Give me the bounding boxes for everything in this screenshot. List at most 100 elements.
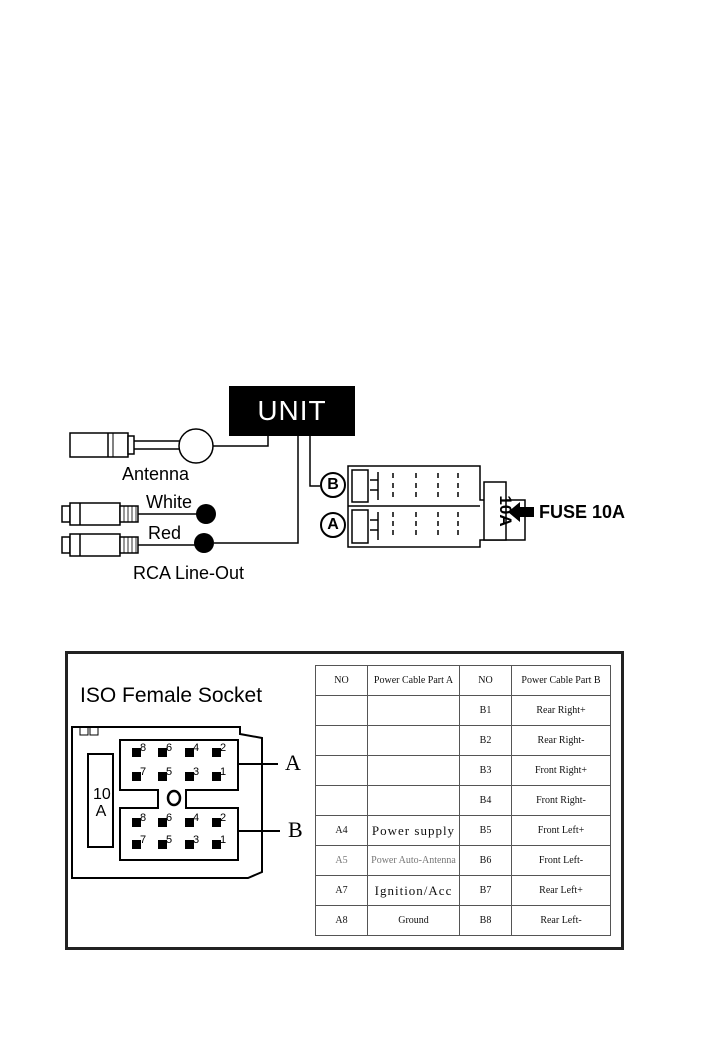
white-jack-icon bbox=[196, 504, 216, 524]
rca-red-plug-icon bbox=[61, 533, 139, 557]
red-jack-icon bbox=[194, 533, 214, 553]
cell-part-a: Power supply bbox=[367, 815, 460, 846]
socket-pin-number: 2 bbox=[220, 812, 227, 824]
socket-pin-number: 1 bbox=[220, 834, 227, 846]
cell-no-a: A8 bbox=[315, 905, 368, 936]
cell-no-a: A4 bbox=[315, 815, 368, 846]
socket-pin-number: 8 bbox=[140, 742, 147, 754]
socket-pin-number: 6 bbox=[166, 742, 173, 754]
white-label: White bbox=[146, 492, 193, 512]
cell-no-a bbox=[315, 725, 368, 756]
cell-no-b: B3 bbox=[459, 755, 512, 786]
socket-pin-number: 6 bbox=[166, 812, 173, 824]
fuse-arrow-icon bbox=[508, 502, 534, 522]
cell-part-a bbox=[367, 725, 460, 756]
socket-pin-number: 1 bbox=[220, 766, 227, 778]
cell-part-a: Ignition/Acc bbox=[367, 875, 460, 906]
cell-no-b: B8 bbox=[459, 905, 512, 936]
iso-socket-a-label: A bbox=[285, 750, 301, 775]
header-part-a: Power Cable Part A bbox=[367, 665, 460, 696]
fuse-block-text: 10A bbox=[496, 495, 515, 526]
socket-pin bbox=[132, 748, 141, 757]
socket-pin-number: 4 bbox=[193, 812, 200, 824]
rca-line-out-label: RCA Line-Out bbox=[133, 563, 245, 583]
iso-socket-b-label: B bbox=[288, 817, 303, 842]
antenna-label: Antenna bbox=[122, 464, 190, 484]
cell-no-a bbox=[315, 755, 368, 786]
socket-pin bbox=[212, 748, 221, 757]
cell-no-a: A7 bbox=[315, 875, 368, 906]
iso-fuse-text-line1: 10 bbox=[93, 786, 111, 803]
socket-pin-number: 3 bbox=[193, 834, 200, 846]
cell-no-b: B7 bbox=[459, 875, 512, 906]
cell-no-b: B2 bbox=[459, 725, 512, 756]
cell-part-a bbox=[367, 755, 460, 786]
iso-socket-title: ISO Female Socket bbox=[80, 684, 263, 707]
cell-part-a bbox=[367, 695, 460, 726]
cell-part-b: Rear Right- bbox=[511, 725, 611, 756]
antenna-plug-icon bbox=[69, 432, 180, 458]
connector-b-label: B bbox=[320, 472, 346, 498]
cell-part-b: Rear Right+ bbox=[511, 695, 611, 726]
cell-part-a: Power Auto-Antenna bbox=[367, 845, 460, 876]
socket-pin-number: 4 bbox=[193, 742, 200, 754]
cell-part-a bbox=[367, 785, 460, 816]
socket-pin bbox=[132, 818, 141, 827]
cell-no-b: B4 bbox=[459, 785, 512, 816]
cell-no-a: A5 bbox=[315, 845, 368, 876]
header-no-a: NO bbox=[315, 665, 368, 696]
unit-label: UNIT bbox=[257, 395, 327, 426]
socket-pin bbox=[158, 818, 167, 827]
cell-no-a bbox=[315, 785, 368, 816]
cell-no-a bbox=[315, 695, 368, 726]
socket-pin bbox=[158, 748, 167, 757]
socket-pin-number: 5 bbox=[166, 834, 173, 846]
socket-pin bbox=[212, 818, 221, 827]
socket-key-icon bbox=[166, 789, 182, 807]
cell-part-b: Front Right- bbox=[511, 785, 611, 816]
fuse-label: FUSE 10A bbox=[539, 502, 626, 522]
connector-a-label: A bbox=[320, 512, 346, 538]
cell-part-b: Rear Left+ bbox=[511, 875, 611, 906]
iso-fuse-text-line2: A bbox=[95, 803, 107, 820]
socket-pin-number: 8 bbox=[140, 812, 147, 824]
iso-panel-frame bbox=[65, 651, 624, 950]
connector-pin-marks bbox=[392, 473, 459, 535]
cell-part-a: Ground bbox=[367, 905, 460, 936]
socket-pin bbox=[185, 818, 194, 827]
cell-part-b: Front Right+ bbox=[511, 755, 611, 786]
socket-pin bbox=[185, 772, 194, 781]
socket-pin-number: 7 bbox=[140, 834, 147, 846]
cell-part-b: Rear Left- bbox=[511, 905, 611, 936]
rca-wire bbox=[214, 436, 299, 544]
iso-fuse-text: 10 A bbox=[93, 786, 111, 820]
socket-pin bbox=[212, 772, 221, 781]
header-part-b: Power Cable Part B bbox=[511, 665, 611, 696]
unit-box bbox=[229, 386, 355, 436]
socket-pin bbox=[185, 748, 194, 757]
cell-no-b: B1 bbox=[459, 695, 512, 726]
socket-pin bbox=[158, 772, 167, 781]
socket-pin bbox=[212, 840, 221, 849]
socket-pin bbox=[185, 840, 194, 849]
connector-wire-b bbox=[309, 436, 320, 487]
wiring-diagram: 10A bbox=[61, 428, 534, 557]
socket-pin-number: 3 bbox=[193, 766, 200, 778]
socket-pin-number: 7 bbox=[140, 766, 147, 778]
header-no-b: NO bbox=[459, 665, 512, 696]
red-label: Red bbox=[148, 523, 182, 543]
socket-pin bbox=[132, 772, 141, 781]
cell-part-b: Front Left+ bbox=[511, 815, 611, 846]
socket-pin-number: 2 bbox=[220, 742, 227, 754]
cell-no-b: B5 bbox=[459, 815, 512, 846]
socket-pin bbox=[132, 840, 141, 849]
antenna-wire bbox=[213, 436, 269, 447]
